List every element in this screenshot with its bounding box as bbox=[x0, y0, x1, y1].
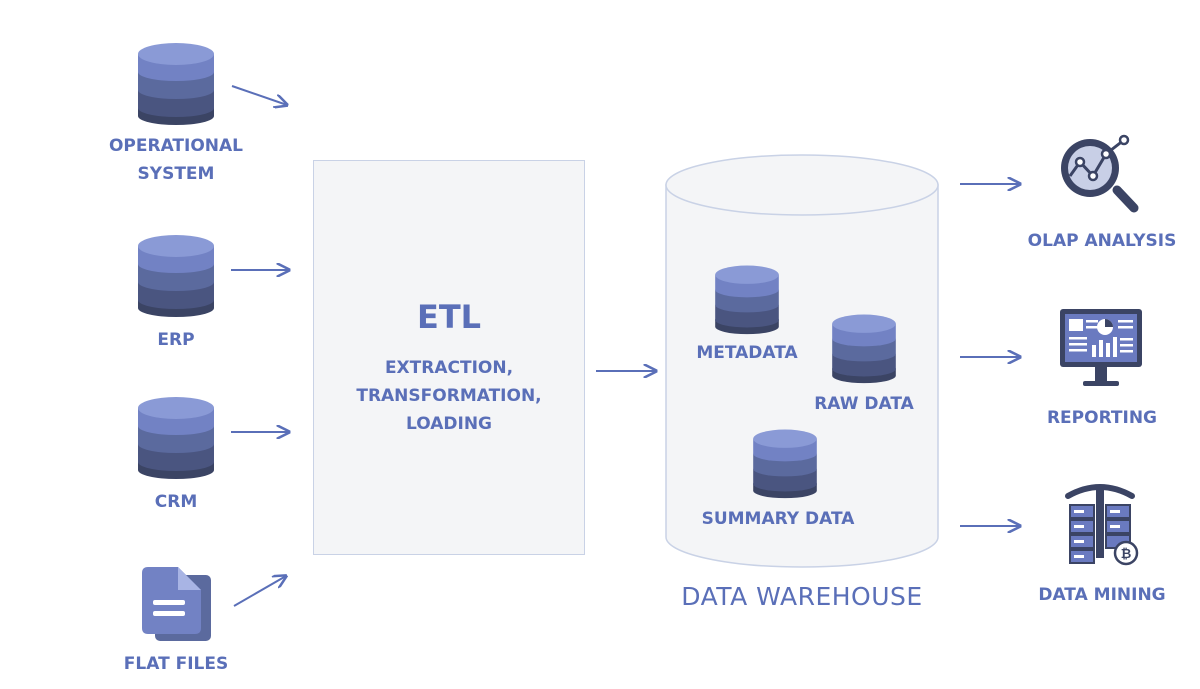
output-label-reporting: REPORTING bbox=[1046, 408, 1158, 428]
database-icon bbox=[832, 314, 896, 384]
etl-box bbox=[313, 160, 585, 555]
arrow-operational-to-etl bbox=[231, 85, 287, 105]
source-label-operational: OPERATIONAL SYSTEM bbox=[108, 136, 244, 184]
source-label-flat-files: FLAT FILES bbox=[123, 654, 229, 674]
svg-text:₿: ₿ bbox=[1121, 547, 1132, 562]
store-label-metadata: METADATA bbox=[696, 343, 798, 363]
source-label-crm: CRM bbox=[154, 492, 198, 512]
database-icon bbox=[138, 397, 214, 479]
arrow-flatfiles-to-etl bbox=[233, 576, 286, 607]
store-label-raw-data: RAW DATA bbox=[814, 394, 914, 414]
files-icon bbox=[142, 567, 211, 641]
database-icon bbox=[753, 429, 817, 499]
magnifier-chart-icon bbox=[1061, 134, 1139, 213]
monitor-dashboard-icon bbox=[1060, 309, 1142, 386]
warehouse-title: DATA WAREHOUSE bbox=[681, 582, 923, 611]
output-label-data-mining: DATA MINING bbox=[1038, 585, 1166, 605]
etl-title: ETL bbox=[416, 298, 482, 336]
database-icon bbox=[715, 265, 779, 335]
server-pickaxe-bitcoin-icon: ₿ bbox=[1065, 484, 1139, 566]
store-label-summary-data: SUMMARY DATA bbox=[701, 509, 855, 529]
database-icon bbox=[138, 43, 214, 125]
source-label-erp: ERP bbox=[157, 330, 195, 350]
output-label-olap: OLAP ANALYSIS bbox=[1027, 231, 1177, 251]
database-icon bbox=[138, 235, 214, 317]
etl-subtitle: EXTRACTION, TRANSFORMATION, LOADING bbox=[356, 358, 542, 434]
